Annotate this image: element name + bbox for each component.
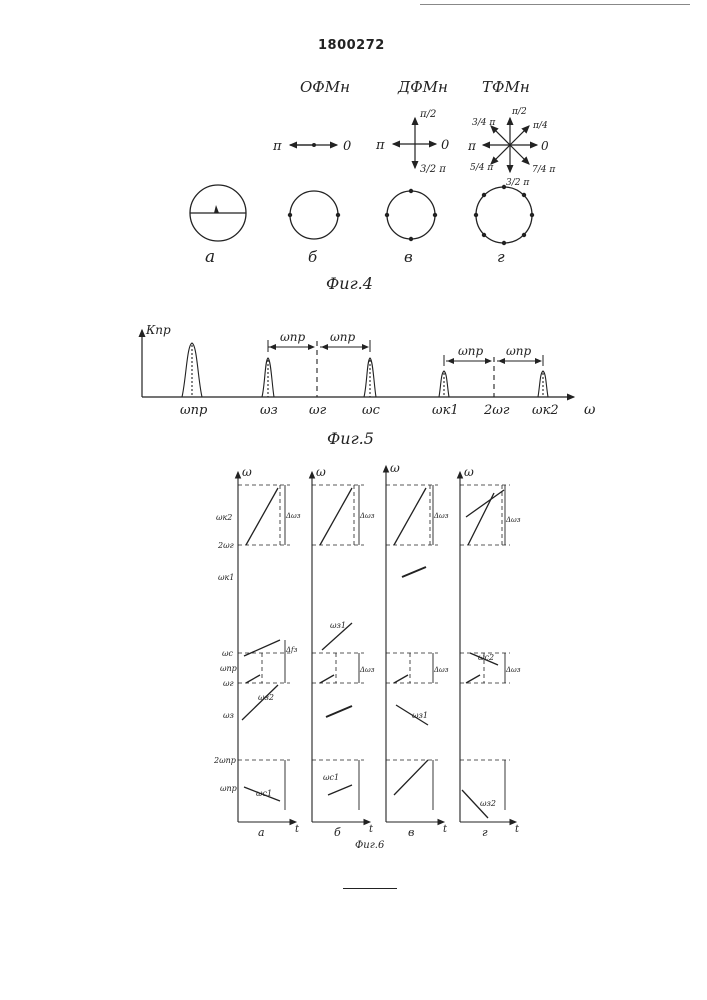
footer-rule — [343, 888, 397, 889]
fig6: ω ω ω ω t t t t — [213, 461, 521, 851]
fig6-x-g: t — [515, 824, 520, 835]
fig6-y-v: ω — [390, 461, 400, 475]
fig6-panel-v: в — [408, 826, 414, 839]
fig5-tick-wz: ωз — [260, 403, 278, 418]
fig5-tick-wg: ωг — [309, 403, 327, 418]
fig4-caption: Фиг.4 — [326, 274, 373, 293]
delta-b-mid: Δωз — [359, 666, 375, 674]
fig5-tick-wpr: ωпр — [180, 403, 208, 418]
tfm-label-pi: π — [467, 139, 477, 153]
tfm-label-7-4pi: 7/4 π — [532, 165, 556, 175]
tfm-label-pi-2: π/2 — [511, 107, 527, 117]
ofm-label-pi: π — [272, 139, 282, 154]
fig5-tick-wk2: ωк2 — [532, 403, 559, 418]
delta-g-top: Δωз — [505, 516, 521, 524]
fig5-x-label: ω — [584, 402, 596, 418]
dfm-label-0: 0 — [441, 138, 449, 153]
curve-g-wc2: ωс2 — [478, 653, 494, 662]
fig5-peaks — [182, 341, 548, 397]
tfm-label-3-4pi: 3/4 π — [472, 118, 496, 128]
fig6-label-wg: ωг — [223, 679, 234, 688]
curve-b-wc1: ωс1 — [323, 773, 339, 782]
constellation-circles — [190, 185, 532, 243]
fig6-panel-g: г — [482, 826, 488, 839]
tfm-label-0: 0 — [541, 139, 549, 153]
fig6-delta-labels: Δωз Δωз Δωз Δωз Δfз Δωз Δωз Δωз — [285, 512, 521, 674]
fig5: Кпр ω ωпр ωпр ωпр ωпр — [142, 323, 596, 448]
curve-a-wz2: ωз2 — [258, 693, 274, 702]
title-tfm: ТФМн — [482, 78, 530, 96]
curve-a-wc1: ωс1 — [256, 789, 272, 798]
tfm-label-pi-4: π/4 — [532, 121, 548, 131]
tfm-label-3-2pi: 3/2 π — [506, 178, 530, 188]
fig6-y-a: ω — [242, 465, 252, 479]
curve-v-wz1: ωз1 — [412, 711, 428, 720]
fig6-x-v: t — [443, 824, 448, 835]
fig5-span-2: ωпр — [330, 330, 356, 344]
fig6-panel-b: б — [334, 826, 341, 839]
fig6-delta-brackets — [285, 485, 505, 810]
fig5-tick-2wg: 2ωг — [483, 403, 510, 418]
fig6-reference-lines — [238, 485, 510, 760]
fig6-label-wk1: ωк1 — [218, 573, 234, 582]
fig6-x-a: t — [295, 824, 300, 835]
fig6-axes — [238, 466, 516, 822]
fig6-label-wpr: ωпр — [220, 664, 237, 673]
delta-a-top: Δωз — [285, 512, 301, 520]
fig6-label-wk2: ωк2 — [216, 513, 232, 522]
circle-label-b: б — [308, 248, 318, 266]
delta-a-mid: Δfз — [285, 646, 298, 654]
circle-label-g: г — [497, 248, 505, 266]
fig5-caption: Фиг.5 — [327, 429, 374, 448]
circle-label-v: в — [404, 248, 413, 266]
fig5-tick-wc: ωс — [362, 403, 381, 418]
dfm-vector-diagram: π 0 π/2 3/2 π — [375, 109, 449, 175]
tfm-label-5-4pi: 5/4 π — [470, 163, 494, 173]
fig6-caption: Фиг.6 — [355, 840, 385, 851]
circle-label-a: а — [205, 247, 215, 267]
delta-v-mid: Δωз — [433, 666, 449, 674]
fig6-label-wc: ωс — [222, 649, 234, 658]
fig5-tick-wk1: ωк1 — [432, 403, 459, 418]
curve-b-wz1: ωз1 — [330, 621, 346, 630]
ofm-vector-diagram: π 0 — [272, 139, 351, 154]
fig5-span-1: ωпр — [280, 330, 306, 344]
fig6-panel-a: а — [258, 826, 265, 839]
ofm-label-0: 0 — [343, 139, 351, 154]
fig5-span-3: ωпр — [458, 344, 484, 358]
tfm-vector-diagram: π 0 π/2 π/4 3/4 π 5/4 π 3/2 π 7/4 π — [467, 107, 556, 188]
fig6-x-b: t — [369, 824, 374, 835]
fig6-y-g: ω — [464, 465, 474, 479]
fig6-label-2wg: 2ωг — [217, 541, 234, 550]
delta-v-top: Δωз — [433, 512, 449, 520]
delta-g-mid: Δωз — [505, 666, 521, 674]
fig5-spans — [268, 340, 543, 366]
fig6-label-wz: ωз — [223, 711, 234, 720]
dfm-label-pi: π — [375, 138, 385, 153]
fig5-span-4: ωпр — [506, 344, 532, 358]
curve-g-wz2: ωз2 — [480, 799, 496, 808]
fig6-label-2wpr: 2ωпр — [213, 756, 236, 765]
dfm-label-3-2pi: 3/2 π — [420, 164, 446, 175]
dfm-label-pi-half: π/2 — [419, 109, 436, 120]
title-dfm: ДФМн — [397, 78, 448, 96]
title-ofm: ОФМн — [300, 78, 350, 96]
fig6-label-wpr-bottom: ωпр — [220, 784, 237, 793]
delta-b-top: Δωз — [359, 512, 375, 520]
fig5-y-label: Кпр — [145, 323, 171, 337]
fig6-y-b: ω — [316, 465, 326, 479]
fig6-axis-labels: ωк2 2ωг ωк1 ωс ωпр ωг ωз 2ωпр ωпр — [213, 513, 237, 793]
fig4: ОФМн ДФМн ТФМн π 0 π 0 π/2 3/2 π — [190, 78, 556, 293]
